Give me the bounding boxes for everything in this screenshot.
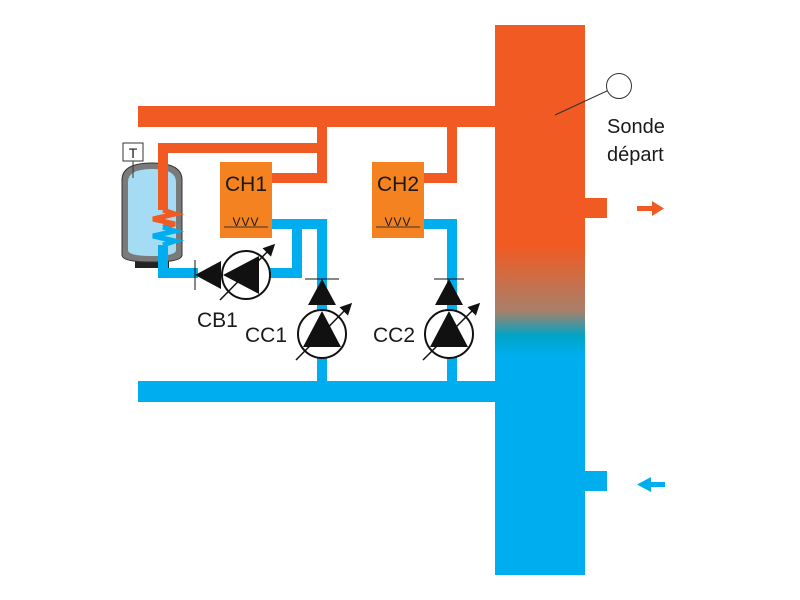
flow-sensor: Sonde départ <box>554 73 665 166</box>
pump-cb1-label: CB1 <box>197 309 238 332</box>
variable-speed-arrow-icon <box>422 302 481 361</box>
check-valve-icon <box>195 261 221 289</box>
hot-pipes <box>138 106 496 210</box>
inlet-stub-cold <box>584 471 607 491</box>
variable-speed-arrow-icon <box>295 302 353 361</box>
check-valve-icon <box>435 279 463 305</box>
variable-speed-arrow-icon <box>219 243 276 301</box>
hydraulic-separator <box>495 25 607 575</box>
boiler-ch2-label: CH2 <box>377 173 419 196</box>
boiler-ch1: CH1 VVV <box>220 162 272 238</box>
arrow-right-icon <box>637 201 664 216</box>
dhw-tank: T <box>121 142 185 270</box>
temperature-sensor-box: T <box>122 142 144 178</box>
arrow-left-icon <box>637 477 665 492</box>
pump-cc1-label: CC1 <box>245 324 287 347</box>
sensor-label-line1: Sonde <box>607 116 665 138</box>
sensor-label-line2: départ <box>607 144 664 166</box>
boiler-ch1-label: CH1 <box>225 173 267 196</box>
boiler-ch2: CH2 VVV <box>372 162 424 238</box>
boiler-ch1-emitter: VVV <box>232 215 259 229</box>
pump-cc2-label: CC2 <box>373 324 415 347</box>
pump-cc1: CC1 <box>245 278 353 361</box>
pump-cb1: CB1 <box>194 243 276 332</box>
pump-cc2: CC2 <box>373 278 481 361</box>
outlet-stub-hot <box>584 198 607 218</box>
boiler-ch2-emitter: VVV <box>384 215 411 229</box>
check-valve-icon <box>308 279 336 305</box>
tank-sensor-label: T <box>129 145 138 161</box>
